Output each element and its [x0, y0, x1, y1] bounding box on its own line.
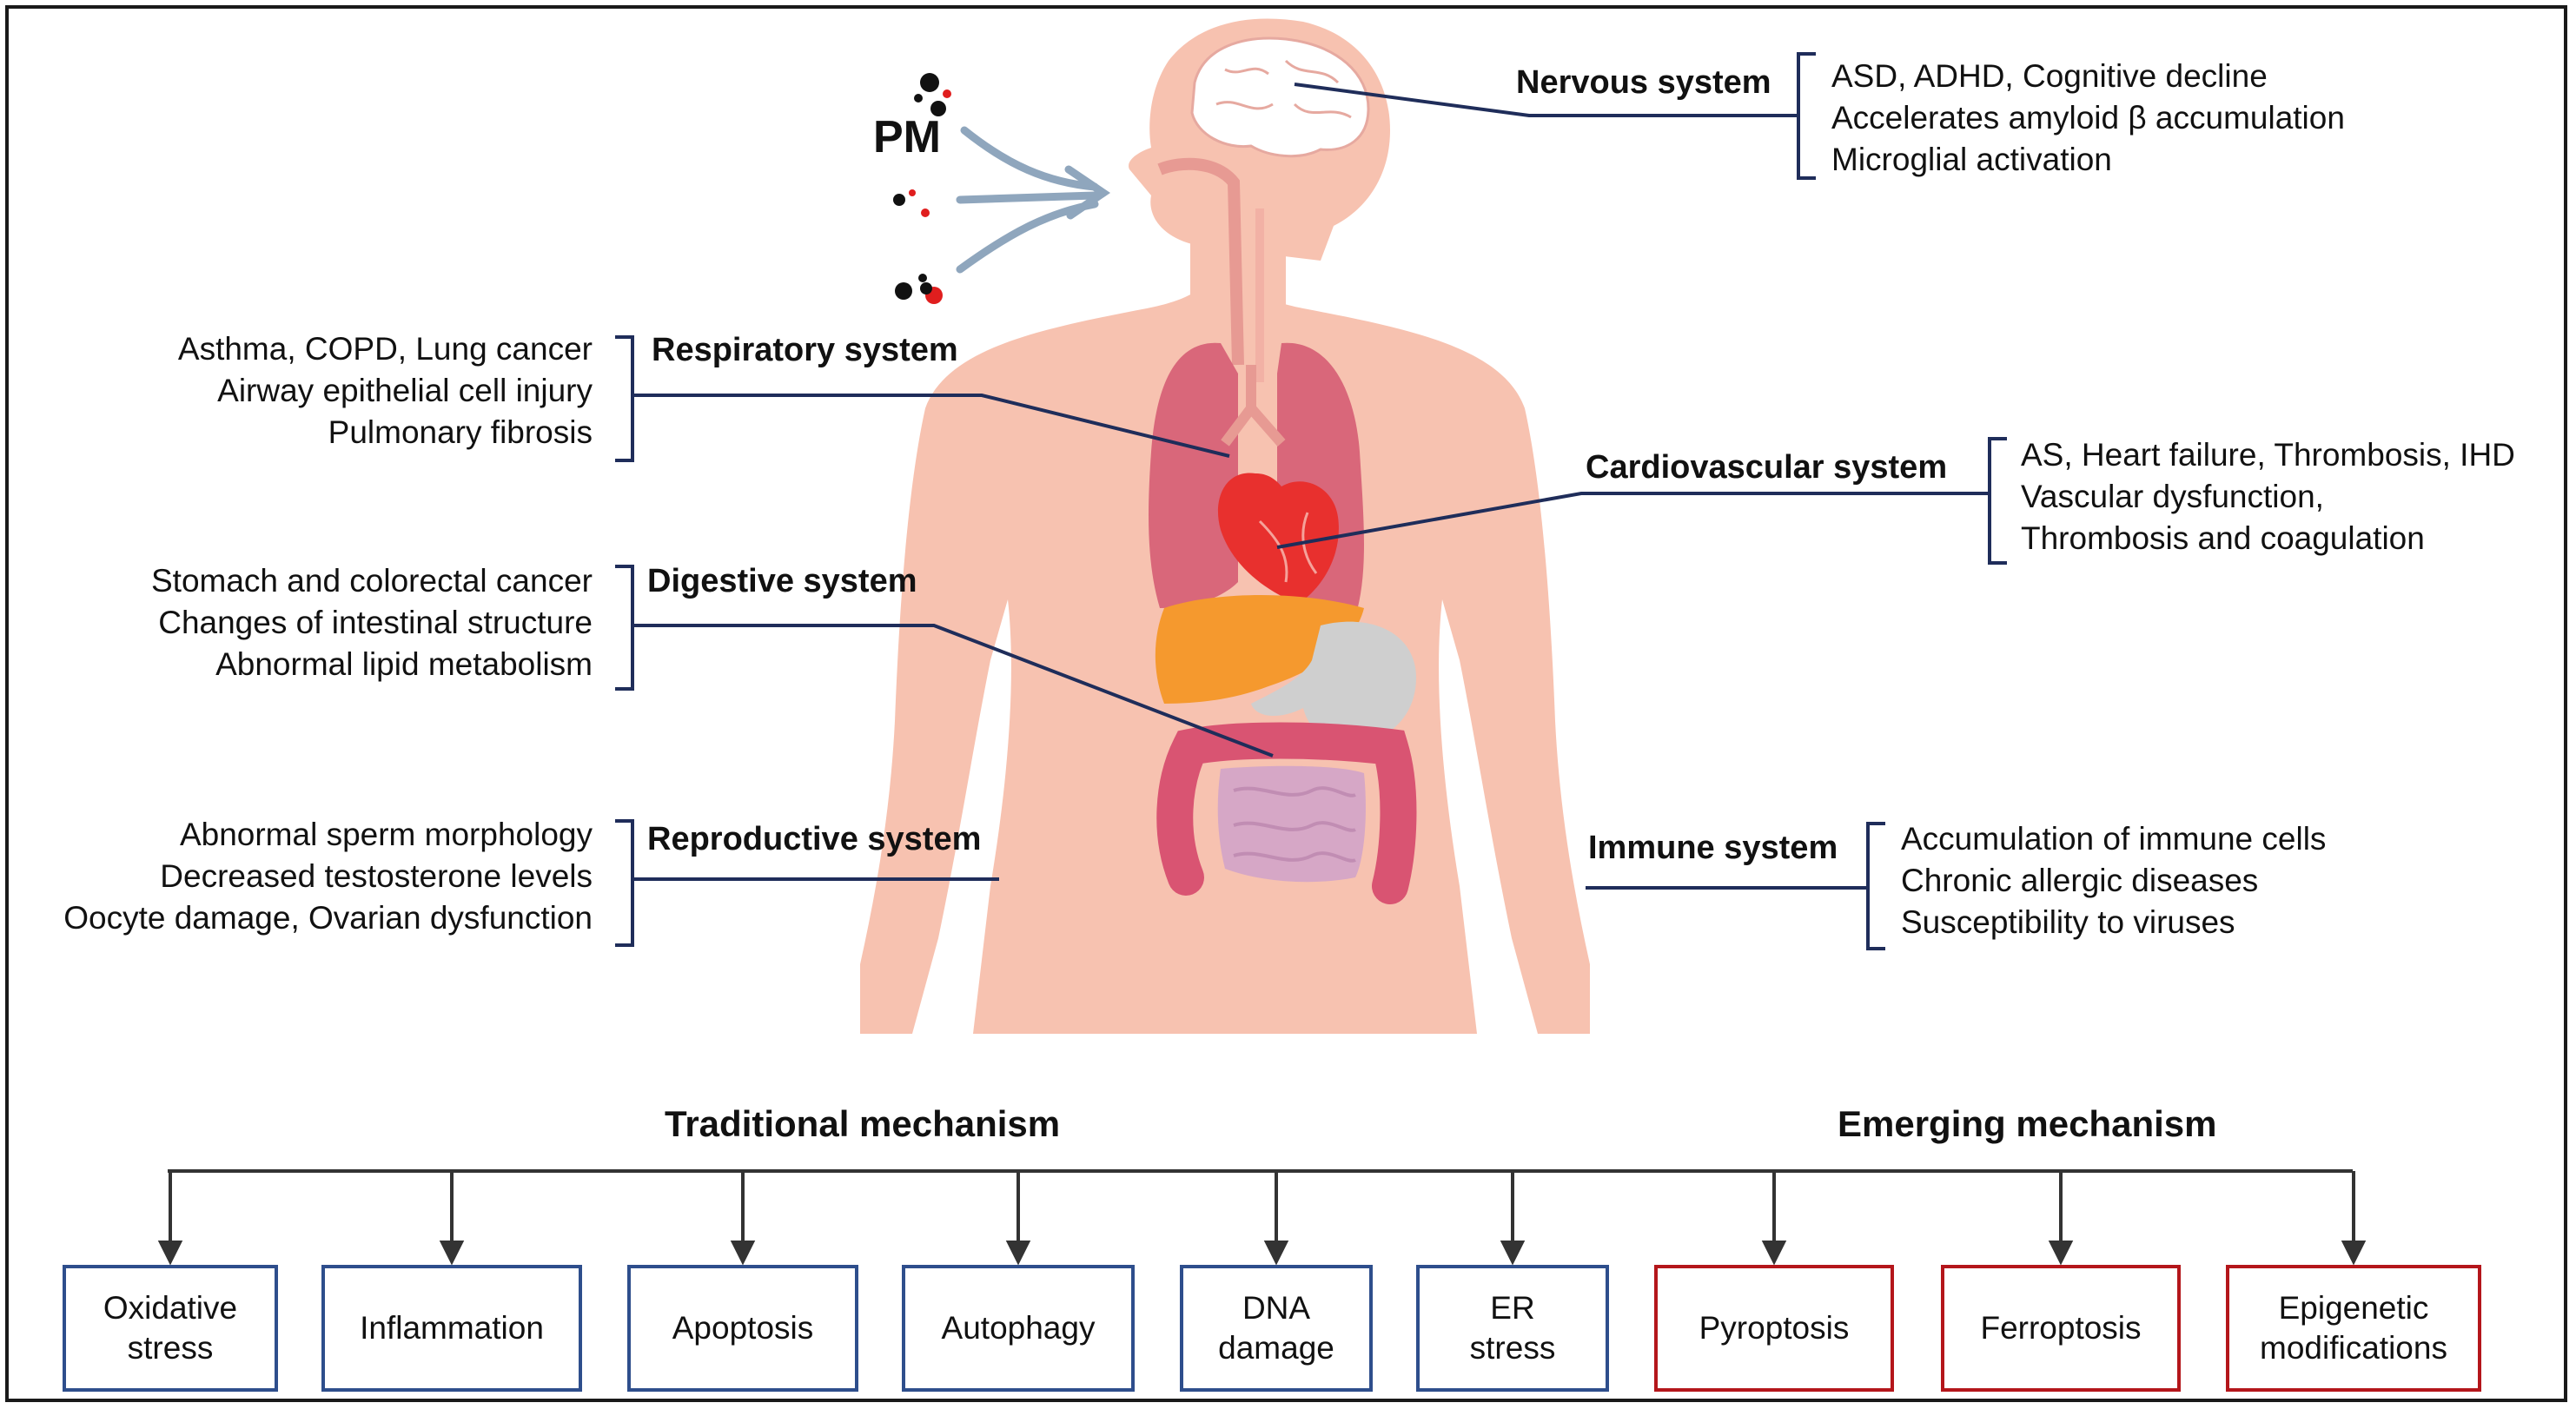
reproductive-bracket [615, 819, 634, 947]
stomach [1251, 621, 1416, 744]
pm-particle [914, 94, 923, 103]
respiratory-effect: Asthma, COPD, Lung cancer [177, 331, 593, 367]
respiratory-effects: Asthma, COPD, Lung cancer Airway epithel… [178, 328, 593, 453]
immune-effect: Susceptibility to viruses [1901, 904, 2235, 940]
arrow-down-icon [2341, 1241, 2367, 1266]
reproductive-effect: Oocyte damage, Ovarian dysfunction [63, 900, 593, 936]
mechanism-box-inflammation: Inflammation [321, 1265, 582, 1392]
pm-particle [920, 282, 932, 294]
mechanism-box-oxidative-stress: Oxidative stress [63, 1265, 278, 1392]
mechanism-tree [157, 1169, 2367, 1266]
pm-label: PM [873, 112, 941, 162]
pm-arrows [956, 126, 1111, 274]
pm-particle [920, 73, 939, 92]
airway [1157, 157, 1244, 366]
mechanism-box-er-stress: ER stress [1416, 1265, 1609, 1392]
left-lung [1149, 342, 1238, 608]
arrow-down-icon [1761, 1241, 1787, 1266]
brain [1190, 36, 1370, 158]
heart [1217, 473, 1339, 604]
digestive-connector [632, 624, 1274, 758]
nervous-bracket [1797, 52, 1816, 180]
digestive-effects: Stomach and colorectal cancer Changes of… [151, 560, 593, 685]
respiratory-effect: Airway epithelial cell injury [217, 373, 593, 408]
large-intestine [1156, 722, 1417, 904]
arrow-down-icon [439, 1241, 465, 1266]
reproductive-effect: Abnormal sperm morphology [179, 817, 593, 852]
arrow-icon [960, 126, 1099, 191]
emerging-mechanism-title: Emerging mechanism [1838, 1103, 2217, 1144]
mechanism-box-dna-damage: DNA damage [1180, 1265, 1373, 1392]
cardiovascular-connector [1276, 492, 1990, 549]
reproductive-effects: Abnormal sperm morphology Decreased test… [63, 814, 593, 939]
pm-particles [893, 73, 951, 304]
nervous-effect: Accelerates amyloid β accumulation [1831, 100, 2345, 136]
respiratory-connector [632, 394, 1230, 458]
cardiovascular-effects: AS, Heart failure, Thrombosis, IHD Vascu… [2021, 434, 2515, 559]
cardiovascular-effect: AS, Heart failure, Thrombosis, IHD [2021, 437, 2515, 473]
immune-system-label: Immune system [1588, 830, 1838, 866]
arrow-down-icon [730, 1241, 756, 1266]
immune-bracket [1866, 822, 1885, 950]
arrow-icon [956, 191, 1099, 204]
digestive-effect: Changes of intestinal structure [158, 605, 593, 640]
cardiovascular-system-label: Cardiovascular system [1586, 449, 1948, 486]
pm-particle [909, 189, 916, 196]
arrow-down-icon [1263, 1241, 1289, 1266]
mechanism-box-autophagy: Autophagy [902, 1265, 1135, 1392]
mechanism-box-ferroptosis: Ferroptosis [1941, 1265, 2181, 1392]
arrow-down-icon [157, 1241, 183, 1266]
traditional-mechanism-title: Traditional mechanism [665, 1103, 1061, 1144]
immune-effect: Chronic allergic diseases [1901, 863, 2259, 898]
nervous-effect: Microglial activation [1831, 142, 2112, 177]
arrow-down-icon [2048, 1241, 2074, 1266]
digestive-system-label: Digestive system [647, 563, 917, 599]
human-body-illustration [860, 18, 1590, 1034]
immune-effect: Accumulation of immune cells [1901, 821, 2327, 857]
pm-particle [893, 194, 905, 206]
respiratory-system-label: Respiratory system [652, 332, 958, 368]
arrow-down-icon [1005, 1241, 1031, 1266]
pm-particle [895, 282, 912, 300]
reproductive-system-label: Reproductive system [647, 821, 982, 857]
pm-particle [921, 208, 930, 217]
cardiovascular-effect: Vascular dysfunction, [2021, 479, 2324, 514]
figure-border [5, 5, 2567, 1402]
nervous-effect: ASD, ADHD, Cognitive decline [1831, 58, 2268, 94]
cardiovascular-bracket [1988, 437, 2007, 565]
reproductive-effect: Decreased testosterone levels [160, 858, 593, 894]
nervous-system-label: Nervous system [1516, 64, 1771, 101]
arrow-down-icon [1500, 1241, 1526, 1266]
mechanism-box-epigenetic-modifications: Epigenetic modifications [2226, 1265, 2481, 1392]
immune-effects: Accumulation of immune cells Chronic all… [1901, 818, 2326, 943]
respiratory-bracket [615, 335, 634, 462]
connectors [615, 52, 2007, 950]
nervous-effects: ASD, ADHD, Cognitive decline Accelerates… [1831, 56, 2345, 181]
mechanism-box-apoptosis: Apoptosis [627, 1265, 858, 1392]
pm-particle [918, 274, 927, 282]
pm-particle [930, 101, 946, 116]
nervous-connector [1294, 83, 1798, 117]
digestive-bracket [615, 565, 634, 691]
digestive-effect: Abnormal lipid metabolism [215, 646, 593, 682]
mechanism-box-pyroptosis: Pyroptosis [1654, 1265, 1894, 1392]
liver [1155, 595, 1364, 704]
pm-particle [943, 89, 951, 98]
respiratory-effect: Pulmonary fibrosis [328, 414, 593, 450]
digestive-effect: Stomach and colorectal cancer [151, 563, 593, 599]
cardiovascular-effect: Thrombosis and coagulation [2021, 520, 2425, 556]
